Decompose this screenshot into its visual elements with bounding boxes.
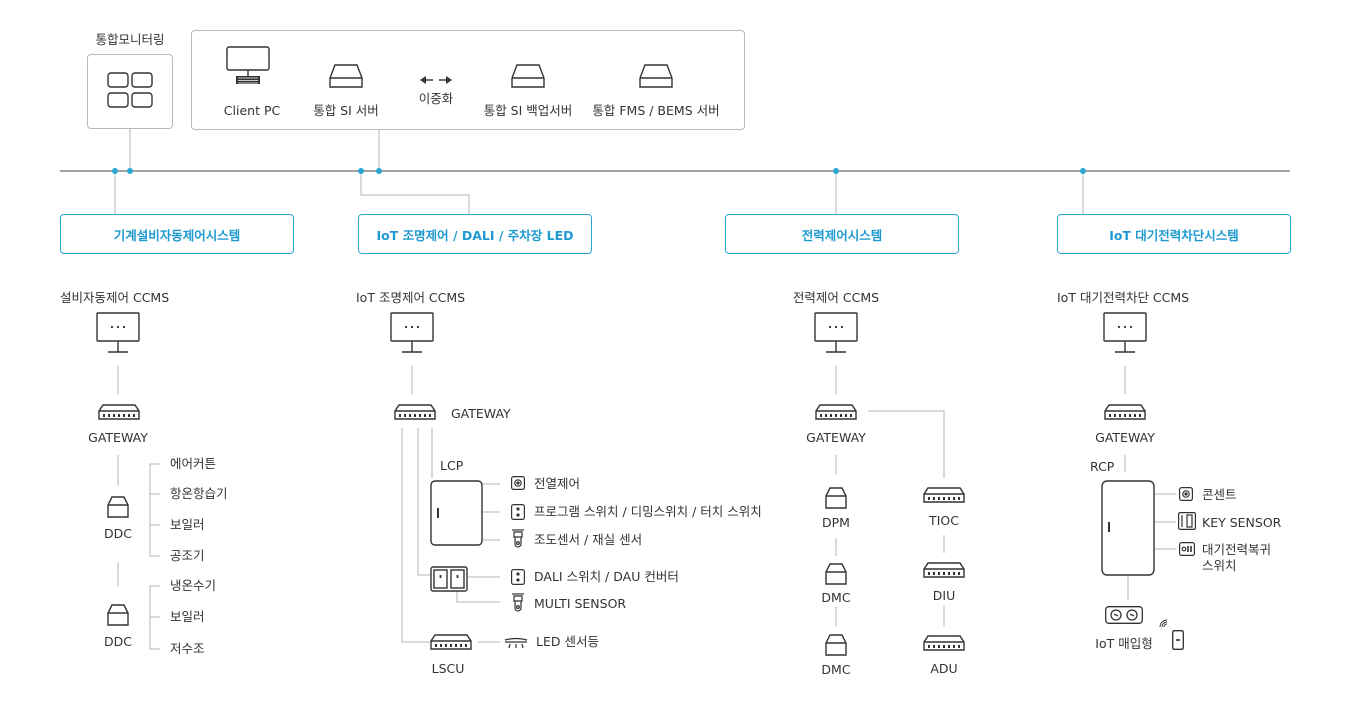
col2-dali-item-1: DALI 스위치 / DAU 컨버터	[534, 569, 679, 584]
led-sensor-light-icon	[504, 637, 528, 649]
col2-lcp-item-1: 전열제어	[534, 476, 581, 491]
si-backup-server-label: 통합 SI 백업서버	[483, 103, 573, 118]
system-button-mech[interactable]: 기계설비자동제어시스템	[60, 214, 294, 254]
col3-dpm-label: DPM	[822, 515, 850, 530]
col2-led-label: LED 센서등	[536, 634, 599, 649]
col3-tioc-label: TIOC	[929, 513, 959, 528]
col4-rcp-item-4: 스위치	[1202, 558, 1237, 573]
col4-rcp-label: RCP	[1090, 459, 1115, 474]
dmc2-icon	[825, 634, 847, 656]
col1-ddc2-item-2: 보일러	[170, 609, 205, 624]
col3-dmc2-label: DMC	[821, 662, 851, 677]
client-pc-icon	[226, 46, 270, 86]
col1-ddc2-label: DDC	[104, 634, 132, 649]
col1-ddc1-label: DDC	[104, 526, 132, 541]
col4-ccms-label: IoT 대기전력차단 CCMS	[1057, 290, 1190, 305]
col1-ddc1-item-1: 에어커튼	[170, 456, 217, 471]
col1-ddc1-item-4: 공조기	[170, 548, 205, 563]
col1-ddc1-icon	[107, 496, 129, 518]
standby-reset-switch-icon	[1179, 542, 1196, 557]
col4-rcp-item-1: 콘센트	[1202, 487, 1237, 502]
col3-monitor-icon	[814, 312, 858, 354]
col4-gateway-icon	[1104, 404, 1146, 420]
fms-bems-server-icon	[639, 64, 673, 88]
col3-adu-label: ADU	[930, 661, 958, 676]
diu-icon	[923, 562, 965, 578]
system-button-iot-light[interactable]: IoT 조명제어 / DALI / 주차장 LED	[358, 214, 592, 254]
col3-diu-label: DIU	[932, 588, 956, 603]
col1-gateway-icon	[98, 404, 140, 420]
wireless-signal-icon	[1159, 619, 1168, 628]
outlet-control-icon	[511, 476, 526, 491]
redundancy-arrow-icon	[420, 75, 452, 85]
outlet-icon	[1179, 487, 1194, 502]
sensor-icon	[512, 529, 524, 549]
multi-sensor-icon	[512, 593, 524, 613]
col1-ddc1-item-3: 보일러	[170, 517, 205, 532]
col2-lcp-label: LCP	[440, 458, 464, 473]
lcp-panel-icon	[430, 480, 483, 546]
system-button-power[interactable]: 전력제어시스템	[725, 214, 959, 254]
si-server-icon	[329, 64, 363, 88]
tioc-icon	[923, 487, 965, 503]
adu-icon	[923, 635, 965, 651]
client-pc-label: Client PC	[223, 103, 281, 118]
col1-ddc2-item-3: 저수조	[170, 641, 205, 656]
col4-iot-outlet-label: IoT 매입형	[1095, 636, 1153, 651]
redundancy-label: 이중화	[418, 91, 454, 106]
switch-icon	[511, 504, 526, 521]
key-sensor-icon	[1178, 512, 1196, 530]
col3-dmc1-label: DMC	[821, 590, 851, 605]
rcp-panel-icon	[1101, 480, 1155, 576]
col1-gateway-label: GATEWAY	[88, 430, 148, 445]
col2-lscu-label: LSCU	[431, 661, 465, 676]
iot-module-icon	[1172, 630, 1184, 650]
col3-ccms-label: 전력제어 CCMS	[792, 290, 880, 305]
col1-ddc1-item-2: 항온항습기	[170, 486, 228, 501]
monitoring-box[interactable]	[87, 54, 173, 129]
col3-gateway-icon	[815, 404, 857, 420]
dali-switch-panel-icon	[430, 566, 468, 592]
server-group-box	[191, 30, 745, 130]
col4-rcp-item-2: KEY SENSOR	[1202, 515, 1282, 530]
si-backup-server-icon	[511, 64, 545, 88]
iot-double-outlet-icon	[1105, 606, 1143, 624]
col1-ddc2-icon	[107, 604, 129, 626]
system-button-standby[interactable]: IoT 대기전력차단시스템	[1057, 214, 1291, 254]
col2-ccms-label: IoT 조명제어 CCMS	[356, 290, 466, 305]
dmc1-icon	[825, 563, 847, 585]
col2-lcp-item-2: 프로그램 스위치 / 디밍스위치 / 터치 스위치	[534, 504, 762, 519]
col1-ddc2-item-1: 냉온수기	[170, 578, 217, 593]
col1-monitor-icon	[96, 312, 140, 354]
dali-switch-icon	[511, 569, 526, 586]
col2-monitor-icon	[390, 312, 434, 354]
dpm-icon	[825, 487, 847, 509]
col2-lcp-item-3: 조도센서 / 재실 센서	[534, 532, 643, 547]
col2-gateway-icon	[394, 404, 436, 420]
col2-gateway-label: GATEWAY	[451, 406, 511, 421]
monitoring-label: 통합모니터링	[95, 32, 165, 47]
col1-ccms-label: 설비자동제어 CCMS	[60, 290, 170, 305]
col2-lscu-icon	[430, 634, 472, 650]
col4-gateway-label: GATEWAY	[1095, 430, 1155, 445]
grid-monitor-icon	[107, 72, 153, 110]
fms-bems-server-label: 통합 FMS / BEMS 서버	[592, 103, 720, 118]
col2-dali-item-2: MULTI SENSOR	[534, 596, 627, 611]
col4-rcp-item-3: 대기전력복귀	[1202, 542, 1272, 557]
si-server-label: 통합 SI 서버	[313, 103, 379, 118]
col4-monitor-icon	[1103, 312, 1147, 354]
col3-gateway-label: GATEWAY	[806, 430, 866, 445]
